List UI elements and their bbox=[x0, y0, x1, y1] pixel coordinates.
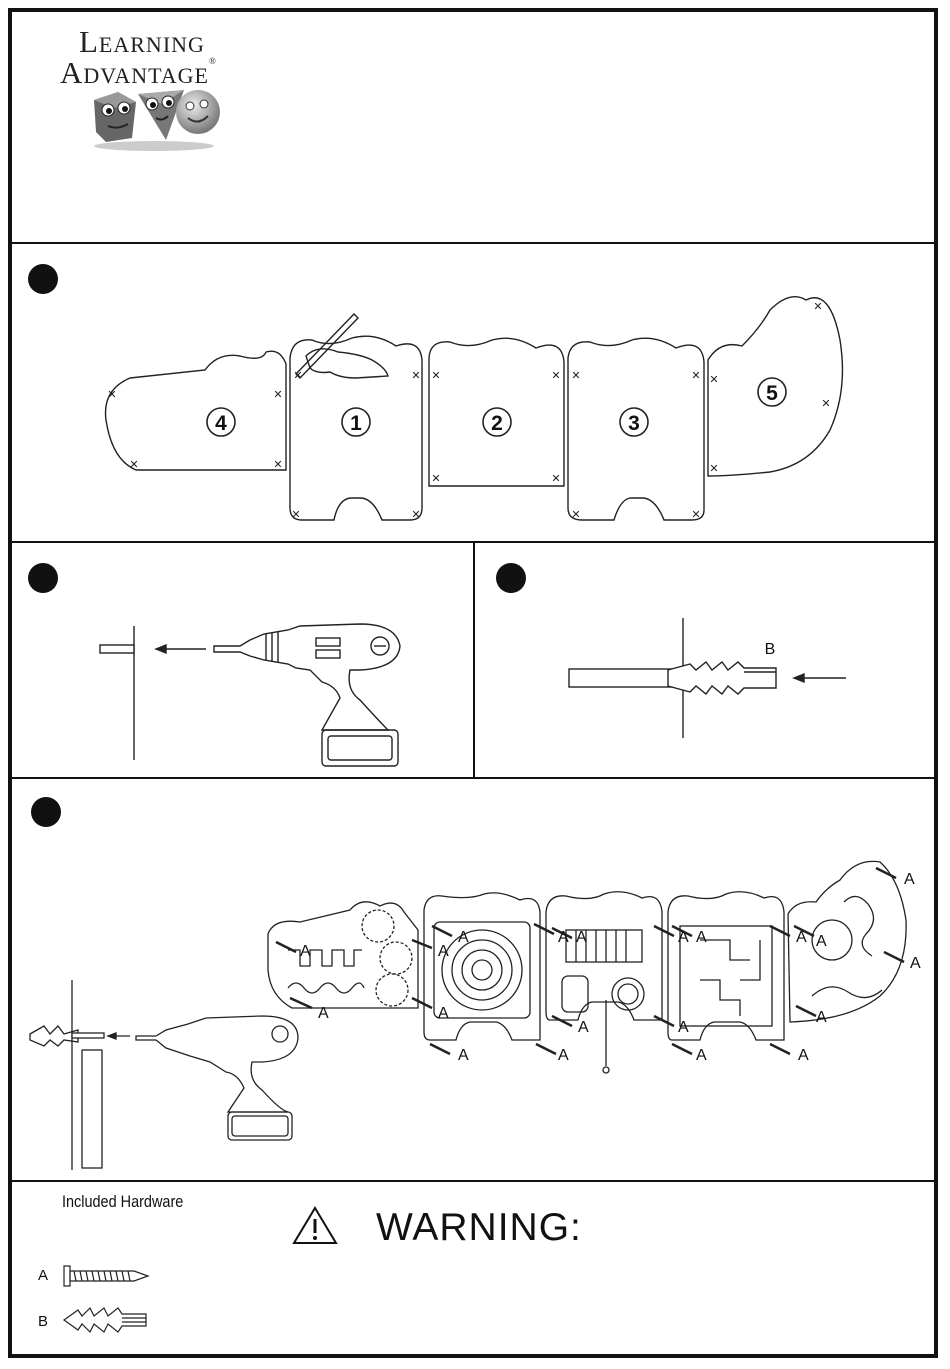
screw-label: A bbox=[576, 929, 587, 946]
screw-label: A bbox=[678, 1019, 689, 1036]
screw-label: A bbox=[910, 955, 921, 972]
screw-icon bbox=[62, 1264, 152, 1288]
step4-mount-illustration: A A A A A A A A A A A A A A A A A A A A bbox=[0, 0, 950, 1180]
warning-triangle-icon bbox=[292, 1205, 338, 1245]
screw-label: A bbox=[438, 943, 449, 960]
screw-label: A bbox=[558, 1047, 569, 1064]
screw-label: A bbox=[438, 1005, 449, 1022]
screw-label: A bbox=[796, 929, 807, 946]
screw-label: A bbox=[798, 1047, 809, 1064]
divider-step4 bbox=[10, 1180, 938, 1182]
screw-label: A bbox=[578, 1019, 589, 1036]
hardware-b-letter: B bbox=[38, 1313, 48, 1330]
screw-label: A bbox=[678, 929, 689, 946]
screw-label: A bbox=[558, 929, 569, 946]
screw-label: A bbox=[318, 1005, 329, 1022]
screw-label: A bbox=[300, 943, 311, 960]
hardware-title: Included Hardware bbox=[62, 1192, 183, 1212]
hardware-a-letter: A bbox=[38, 1267, 48, 1284]
screw-label: A bbox=[904, 871, 915, 888]
screw-label: A bbox=[458, 929, 469, 946]
screw-label: A bbox=[816, 933, 827, 950]
screw-label: A bbox=[696, 1047, 707, 1064]
wall-anchor-icon bbox=[62, 1304, 152, 1336]
screw-label: A bbox=[696, 929, 707, 946]
screw-label: A bbox=[816, 1009, 827, 1026]
warning-heading: WARNING: bbox=[376, 1206, 582, 1250]
screw-label: A bbox=[458, 1047, 469, 1064]
